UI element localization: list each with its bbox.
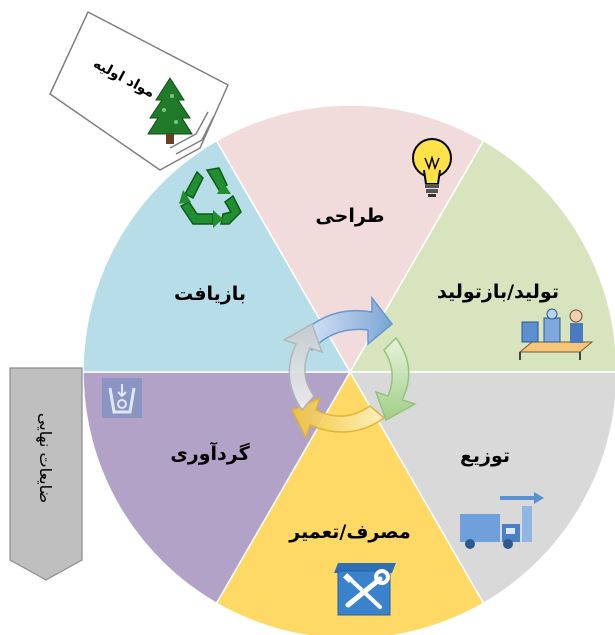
segment-consumption: [215, 370, 485, 635]
tree-icon: [147, 77, 193, 144]
segment-label-production: تولید/بازتولید: [437, 281, 559, 303]
lightbulb-icon: [412, 138, 452, 197]
cycle-arrows-icon: [282, 295, 417, 441]
wrench-screwdriver-icon: [334, 563, 396, 616]
delivery-truck-icon: [460, 492, 544, 549]
segment-label-collection: گردآوری: [170, 441, 250, 465]
lifecycle-wheel: [83, 105, 615, 635]
final-waste-banner: ضایعات نهایی: [9, 367, 83, 581]
segment-label-distribution: توزیع: [460, 445, 510, 467]
collection-bin-icon: [102, 378, 142, 418]
segment-distribution: [348, 371, 615, 605]
assembly-line-icon: [518, 308, 594, 360]
final-waste-label: ضایعات نهایی: [35, 413, 55, 503]
segment-label-design: طراحی: [315, 205, 384, 227]
segment-design: [215, 105, 485, 374]
segment-label-recycling: بازیافت: [174, 283, 246, 305]
segment-collection: [83, 371, 352, 605]
segment-recycling: [83, 139, 352, 373]
raw-materials-tag: مواد اولیه: [49, 10, 229, 171]
segment-label-consumption: مصرف/تعمیر: [288, 521, 411, 543]
recycle-icon: [179, 167, 242, 228]
